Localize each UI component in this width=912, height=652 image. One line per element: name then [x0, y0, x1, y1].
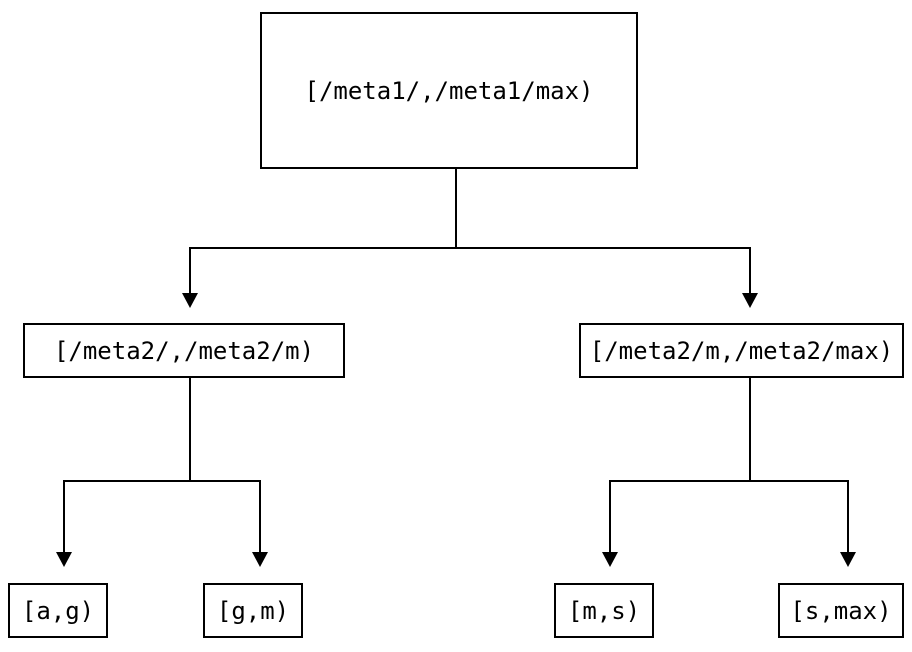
- arrowhead-into-left-child: [182, 293, 198, 308]
- tree-node-meta2-right: [/meta2/m,/meta2/max): [579, 323, 904, 378]
- tree-node-meta2-left: [/meta2/,/meta2/m): [23, 323, 345, 378]
- edge-root-to-level1: [189, 169, 751, 294]
- tree-leaf-ag-label: [a,g): [21, 596, 95, 625]
- tree-leaf-ag: [a,g): [8, 583, 108, 638]
- arrowhead-into-leaf-ag: [56, 552, 72, 567]
- edge-right-child-to-leaves: [609, 378, 849, 553]
- arrowhead-into-leaf-ms: [602, 552, 618, 567]
- tree-leaf-ms-label: [m,s): [567, 596, 641, 625]
- tree-leaf-smax-label: [s,max): [790, 596, 892, 625]
- arrowhead-into-right-child: [742, 293, 758, 308]
- tree-node-meta2-left-label: [/meta2/,/meta2/m): [53, 336, 315, 365]
- arrowhead-into-leaf-gm: [252, 552, 268, 567]
- tree-leaf-smax: [s,max): [778, 583, 904, 638]
- tree-node-meta2-right-label: [/meta2/m,/meta2/max): [589, 336, 894, 365]
- tree-leaf-gm: [g,m): [203, 583, 303, 638]
- arrowhead-into-leaf-smax: [840, 552, 856, 567]
- edge-left-child-to-leaves: [63, 378, 261, 553]
- tree-node-root-label: [/meta1/,/meta1/max): [304, 76, 594, 105]
- tree-leaf-ms: [m,s): [554, 583, 654, 638]
- tree-leaf-gm-label: [g,m): [216, 596, 290, 625]
- tree-node-root: [/meta1/,/meta1/max): [260, 12, 638, 169]
